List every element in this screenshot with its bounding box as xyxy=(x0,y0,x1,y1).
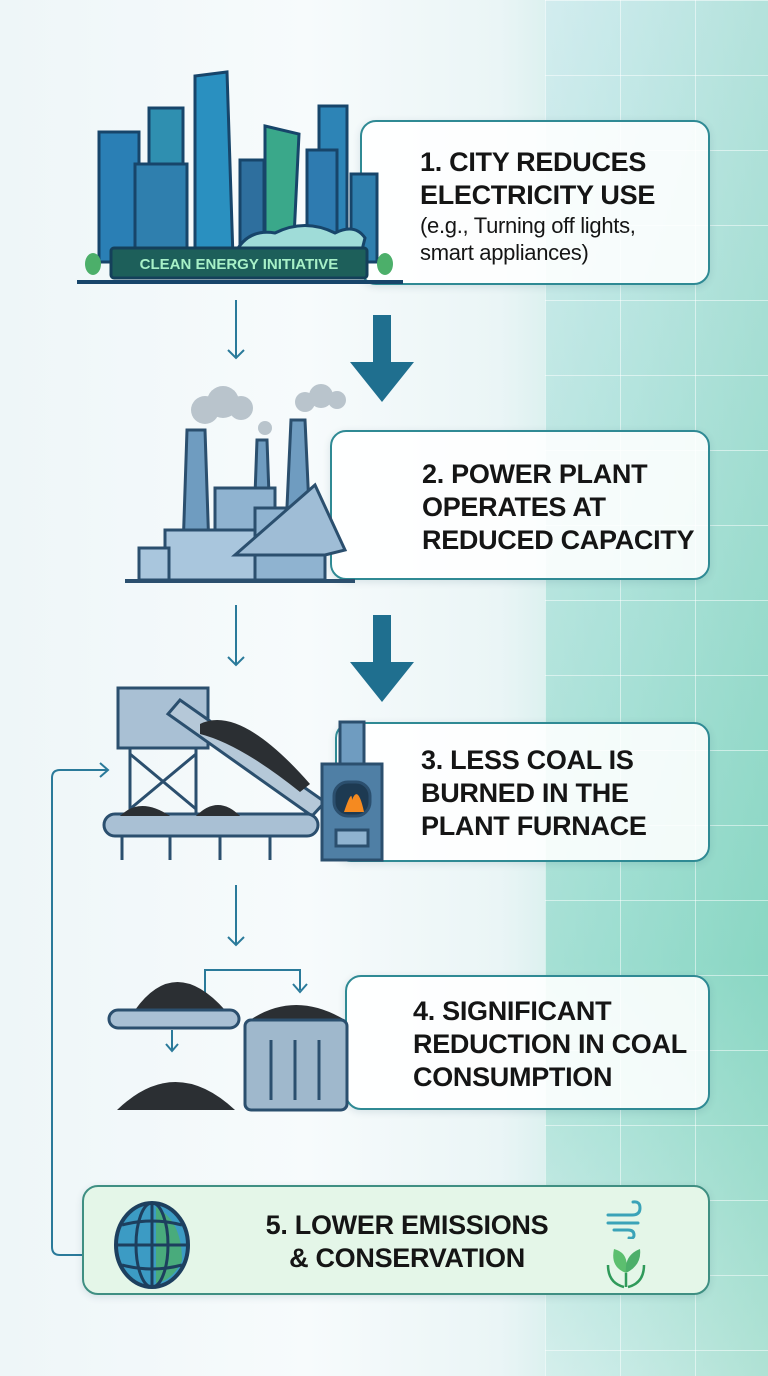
clean-energy-sign: CLEAN ENERGY INITIATIVE xyxy=(140,256,339,273)
step-4-title-2: REDUCTION IN COAL xyxy=(413,1029,687,1059)
step-1-title-2: ELECTRICITY USE xyxy=(420,180,656,210)
step-4-card: 4. SIGNIFICANT REDUCTION IN COAL CONSUMP… xyxy=(345,975,710,1110)
step-4-title-3: CONSUMPTION xyxy=(413,1062,613,1092)
step-4-title: 4. SIGNIFICANT xyxy=(413,996,612,1026)
big-arrow-1 xyxy=(350,315,414,402)
step-1-card: 1. CITY REDUCES ELECTRICITY USE (e.g., T… xyxy=(360,120,710,285)
step-1-detail-2: smart appliances) xyxy=(420,240,589,265)
step-3-title-2: BURNED IN THE xyxy=(421,778,629,808)
step-5-text: 5. LOWER EMISSIONS & CONSERVATION xyxy=(242,1209,572,1275)
small-arrow-1 xyxy=(227,300,245,360)
step-3-text: 3. LESS COAL IS BURNED IN THE PLANT FURN… xyxy=(421,744,647,843)
coal-transfer-arrow xyxy=(204,969,308,1005)
coal-conveyor-furnace-illustration xyxy=(100,684,390,866)
step-4-text: 4. SIGNIFICANT REDUCTION IN COAL CONSUMP… xyxy=(413,995,687,1094)
city-skyline-illustration: CLEAN ENERGY INITIATIVE xyxy=(75,68,405,286)
step-5-card: 5. LOWER EMISSIONS & CONSERVATION xyxy=(82,1185,710,1295)
step-2-title-2: OPERATES AT xyxy=(422,492,606,522)
big-arrow-2 xyxy=(350,615,414,702)
step-1-title: 1. CITY REDUCES xyxy=(420,147,647,177)
step-1-text: 1. CITY REDUCES ELECTRICITY USE (e.g., T… xyxy=(420,146,655,266)
step-1-detail: (e.g., Turning off lights, xyxy=(420,213,636,238)
small-arrow-2 xyxy=(227,605,245,667)
coal-reduction-illustration xyxy=(105,960,355,1115)
step-2-title: 2. POWER PLANT xyxy=(422,459,648,489)
small-arrow-3 xyxy=(227,885,245,947)
step-3-title: 3. LESS COAL IS xyxy=(421,745,634,775)
step-2-title-3: REDUCED CAPACITY xyxy=(422,525,695,555)
power-plant-illustration xyxy=(125,380,355,585)
step-2-text: 2. POWER PLANT OPERATES AT REDUCED CAPAC… xyxy=(422,458,695,557)
feedback-loop-arrow xyxy=(51,762,110,1256)
step-3-card: 3. LESS COAL IS BURNED IN THE PLANT FURN… xyxy=(335,722,710,862)
coal-drop-arrow xyxy=(165,1030,179,1053)
leaf-hands-icon xyxy=(606,1249,646,1289)
step-2-card: 2. POWER PLANT OPERATES AT REDUCED CAPAC… xyxy=(330,430,710,580)
step-5-title: 5. LOWER EMISSIONS xyxy=(265,1210,549,1240)
step-3-title-3: PLANT FURNACE xyxy=(421,811,647,841)
step-5-title-2: & CONSERVATION xyxy=(289,1243,525,1273)
wind-icon xyxy=(606,1200,642,1239)
globe-icon xyxy=(114,1201,190,1289)
